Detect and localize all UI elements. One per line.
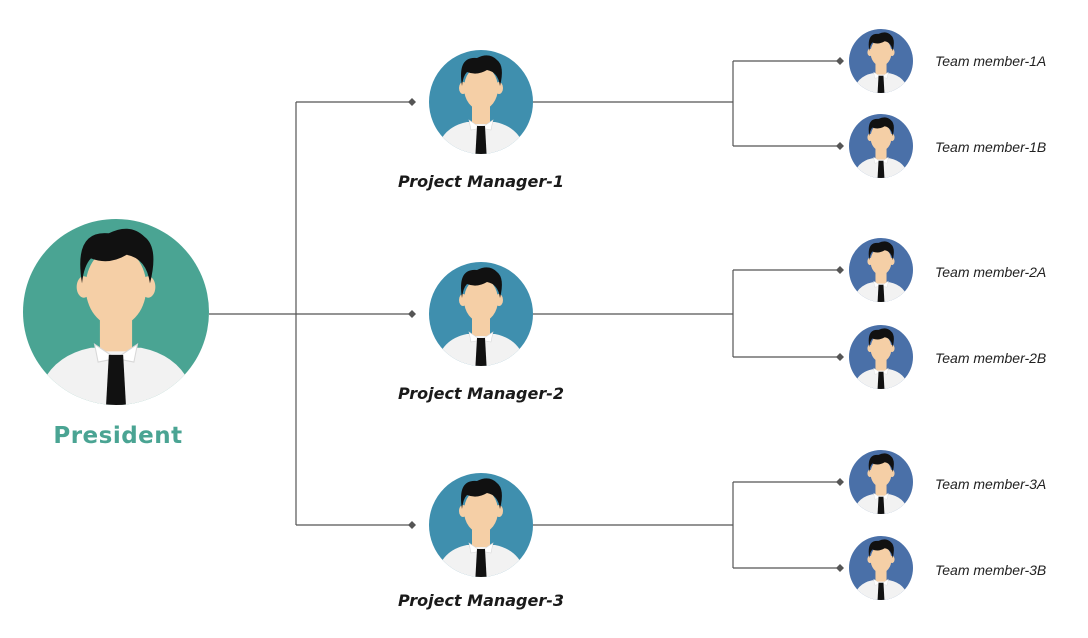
manager-3-avatar	[429, 473, 533, 577]
manager-1-label: Project Manager-1	[397, 172, 565, 191]
diamond-marker	[836, 57, 844, 65]
president-avatar	[23, 219, 209, 405]
diamond-marker	[408, 521, 416, 529]
manager-2-label: Project Manager-2	[397, 384, 565, 403]
avatars	[23, 29, 913, 600]
member-1b-label: Team member-1B	[935, 139, 1047, 155]
diamond-marker	[836, 142, 844, 150]
member-2b-avatar	[849, 325, 913, 389]
manager-1-avatar	[429, 50, 533, 154]
member-3a-label: Team member-3A	[935, 476, 1047, 492]
connectors	[209, 60, 838, 569]
manager-3-label: Project Manager-3	[397, 591, 565, 610]
member-3b-avatar	[849, 536, 913, 600]
diamond-marker	[408, 98, 416, 106]
member-2b-label: Team member-2B	[935, 350, 1047, 366]
diamond-marker	[408, 310, 416, 318]
member-3b-label: Team member-3B	[935, 562, 1047, 578]
connector-endpoints	[408, 57, 844, 572]
diamond-marker	[836, 564, 844, 572]
member-2a-label: Team member-2A	[935, 264, 1047, 280]
member-1b-avatar	[849, 114, 913, 178]
member-1a-avatar	[849, 29, 913, 93]
diamond-marker	[836, 266, 844, 274]
member-2a-avatar	[849, 238, 913, 302]
diamond-marker	[836, 353, 844, 361]
president-label: President	[53, 423, 183, 449]
member-1a-label: Team member-1A	[935, 53, 1047, 69]
member-3a-avatar	[849, 450, 913, 514]
manager-2-avatar	[429, 262, 533, 366]
diamond-marker	[836, 478, 844, 486]
